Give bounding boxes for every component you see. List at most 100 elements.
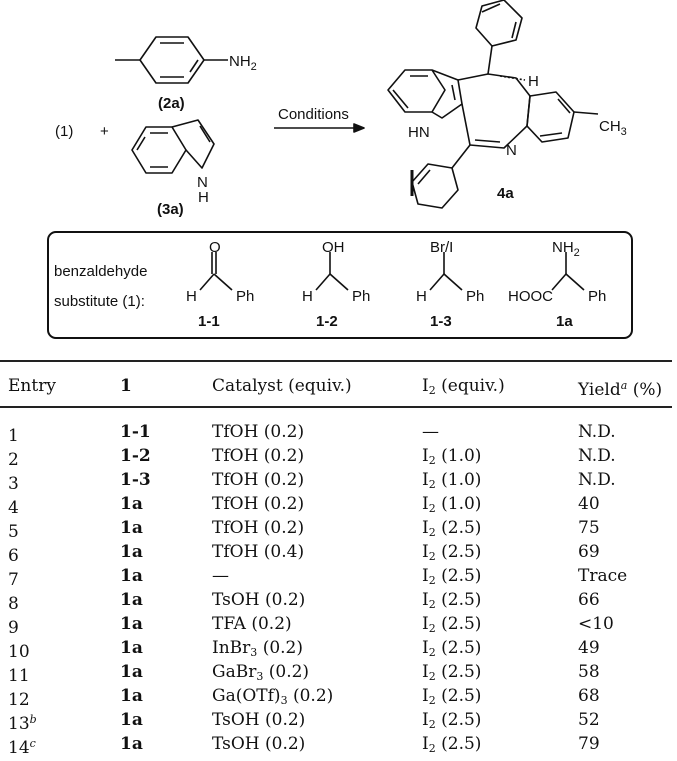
reactant-1-label: (1) [55,123,73,140]
entry-cell: 7 [8,570,19,590]
sub2-oh: OH [322,239,345,256]
yield-cell: 75 [578,518,600,538]
arrow-label: Conditions [278,106,349,123]
iodine-cell: I2 (2.5) [422,638,482,659]
iodine-cell: I2 (2.5) [422,686,482,707]
table-row: 2 1-2 TfOH (0.2) I2 (1.0) N.D. [0,444,672,470]
catalyst-cell: TfOH (0.4) [212,542,305,562]
sub4-ph: Ph [588,288,606,305]
iodine-cell: I2 (2.5) [422,710,482,731]
substrate-cell: 1a [120,518,143,538]
plus-sign: + [100,123,109,140]
indole-n: N [197,174,208,191]
catalyst-cell: TfOH (0.2) [212,518,305,538]
header-substrate: 1 [120,376,132,396]
table-row: 13b 1a TsOH (0.2) I2 (2.5) 52 [0,708,672,734]
iodine-cell: I2 (2.5) [422,542,482,563]
catalyst-cell: TsOH (0.2) [212,710,306,730]
entry-cell: 5 [8,522,19,542]
header-catalyst: Catalyst (equiv.) [212,376,352,396]
entry-cell: 6 [8,546,19,566]
product-n: N [506,142,517,159]
table-row: 5 1a TfOH (0.2) I2 (2.5) 75 [0,516,672,542]
yield-cell: N.D. [578,446,616,466]
catalyst-cell: TfOH (0.2) [212,494,305,514]
iodine-cell: I2 (1.0) [422,470,482,491]
sub2-ph: Ph [352,288,370,305]
yield-cell: <10 [578,614,614,634]
sub4-nh2: NH2 [552,239,580,259]
entry-cell: 1 [8,426,19,446]
entry-cell: 11 [8,666,30,686]
catalyst-cell: TFA (0.2) [212,614,292,634]
entry-cell: 12 [8,690,30,710]
aniline-nh2: NH2 [229,53,257,73]
substrate-cell: 1a [120,734,143,754]
iodine-cell: I2 (1.0) [422,494,482,515]
yield-cell: N.D. [578,422,616,442]
yield-cell: 52 [578,710,600,730]
sub1-h: H [186,288,197,305]
aniline-label: (2a) [158,95,185,112]
iodine-cell: I2 (2.5) [422,590,482,611]
header-iodine: I2 (equiv.) [422,376,505,397]
substrate-cell: 1-2 [120,446,151,466]
catalyst-cell: GaBr3 (0.2) [212,662,310,683]
entry-cell: 2 [8,450,19,470]
product-methyl: CH3 [599,118,627,138]
substrate-cell: 1a [120,590,143,610]
iodine-cell: I2 (2.5) [422,518,482,539]
substrate-cell: 1-1 [120,422,151,442]
sub4-label: 1a [556,313,573,330]
table-header-row: Entry 1 Catalyst (equiv.) I2 (equiv.) Yi… [0,374,672,400]
substrate-cell: 1a [120,542,143,562]
yield-cell: 66 [578,590,600,610]
sub1-label: 1-1 [198,313,220,330]
substrate-cell: 1a [120,686,143,706]
catalyst-cell: — [212,566,229,586]
iodine-cell: I2 (2.5) [422,566,482,587]
reaction-scheme: (1) + NH2 (2a) N H (3a) Conditions H HN … [47,0,633,339]
iodine-cell: — [422,422,439,442]
box-title-line1: benzaldehyde [54,263,147,280]
table-header-rule [0,406,672,408]
entry-cell: 10 [8,642,30,662]
substrate-cell: 1a [120,710,143,730]
product-label: 4a [497,185,514,202]
substrate-cell: 1a [120,662,143,682]
substrate-cell: 1a [120,566,143,586]
entry-cell: 13b [8,713,37,734]
yield-cell: N.D. [578,470,616,490]
product-h: H [528,73,539,90]
sub3-brI: Br/I [430,239,453,256]
iodine-cell: I2 (2.5) [422,734,482,755]
substrate-cell: 1a [120,638,143,658]
sub3-h: H [416,288,427,305]
product-hn: HN [408,124,430,141]
yield-cell: 49 [578,638,600,658]
yield-cell: 68 [578,686,600,706]
catalyst-cell: TfOH (0.2) [212,446,305,466]
substrate-cell: 1-3 [120,470,151,490]
box-title-line2: substitute (1): [54,293,145,310]
sub2-label: 1-2 [316,313,338,330]
entry-cell: 4 [8,498,19,518]
catalyst-cell: TfOH (0.2) [212,470,305,490]
substrate-cell: 1a [120,614,143,634]
sub1-o: O [209,239,221,256]
iodine-cell: I2 (1.0) [422,446,482,467]
yield-cell: 40 [578,494,600,514]
indole-h: H [198,189,209,206]
sub3-label: 1-3 [430,313,452,330]
sub2-h: H [302,288,313,305]
